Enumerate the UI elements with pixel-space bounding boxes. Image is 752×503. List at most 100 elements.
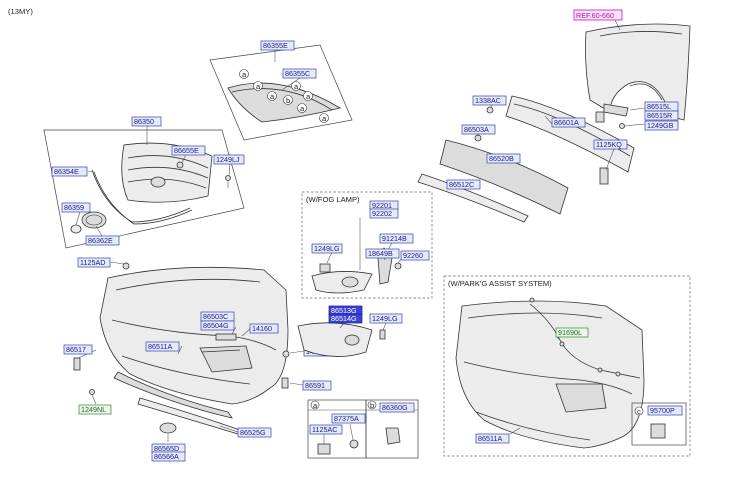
svg-text:86565D: 86565D — [154, 444, 179, 453]
svg-text:86350: 86350 — [134, 117, 154, 126]
svg-text:a: a — [256, 82, 261, 91]
svg-text:86514G: 86514G — [331, 314, 357, 323]
svg-text:86566A: 86566A — [154, 452, 179, 461]
panel-strip: a a a b a a a a — [209, 44, 353, 141]
svg-text:86515R: 86515R — [647, 111, 672, 120]
label-86655E[interactable]: 86655E — [171, 145, 206, 156]
svg-text:92201: 92201 — [372, 201, 392, 210]
svg-text:92202: 92202 — [372, 209, 392, 218]
svg-text:86503A: 86503A — [464, 125, 489, 134]
svg-text:a: a — [242, 70, 247, 79]
callout-a-3: a — [267, 91, 277, 101]
label-1249LJ[interactable]: 1249LJ — [213, 154, 245, 165]
svg-text:86655E: 86655E — [174, 146, 199, 155]
svg-text:a: a — [313, 401, 318, 410]
svg-text:1125AC: 1125AC — [312, 425, 337, 434]
svg-text:86591: 86591 — [305, 381, 325, 390]
label-86511A-park[interactable]: 86511A — [475, 433, 510, 444]
label-86350[interactable]: 86350 — [131, 116, 162, 127]
svg-text:REF.60-660: REF.60-660 — [576, 11, 614, 20]
label-86504G[interactable]: 86504G — [200, 320, 235, 331]
svg-text:86359: 86359 — [64, 203, 84, 212]
label-87375A[interactable]: 87375A — [331, 413, 366, 424]
label-92260[interactable]: 92260 — [400, 250, 430, 261]
label-86512C[interactable]: 86512C — [446, 179, 481, 190]
svg-text:b: b — [286, 96, 290, 105]
svg-text:c: c — [637, 407, 641, 416]
label-86520B[interactable]: 86520B — [486, 153, 521, 164]
svg-text:a: a — [300, 104, 305, 113]
label-86355C[interactable]: 86355C — [282, 68, 317, 79]
label-1125AC[interactable]: 1125AC — [309, 424, 343, 435]
label-86355E[interactable]: 86355E — [260, 40, 295, 51]
panel-95700P: c — [631, 402, 687, 446]
label-86354E[interactable]: 86354E — [51, 166, 88, 177]
callout-a-5: a — [319, 113, 329, 123]
model-year-label: (13MY) — [8, 7, 33, 16]
svg-text:a: a — [322, 114, 327, 123]
svg-text:86512C: 86512C — [449, 180, 474, 189]
bumper-cover-left — [73, 261, 305, 442]
svg-text:14160: 14160 — [252, 324, 272, 333]
svg-text:a: a — [306, 92, 311, 101]
park-assist-group-title: (W/PARK'G ASSIST SYSTEM) — [448, 279, 552, 288]
callout-a-4: a — [297, 103, 307, 113]
label-86566A[interactable]: 86566A — [151, 451, 186, 462]
svg-text:86520B: 86520B — [489, 154, 514, 163]
svg-text:86503C: 86503C — [203, 312, 228, 321]
svg-text:1249LJ: 1249LJ — [216, 155, 240, 164]
svg-text:1249NL: 1249NL — [81, 405, 106, 414]
callout-b-1: b — [283, 95, 293, 105]
svg-text:86362E: 86362E — [88, 236, 113, 245]
svg-text:b: b — [370, 401, 374, 410]
label-86511A[interactable]: 86511A — [145, 341, 180, 352]
svg-text:87375A: 87375A — [334, 414, 359, 423]
label-92202[interactable]: 92202 — [369, 208, 399, 219]
svg-text:1125AD: 1125AD — [80, 258, 105, 267]
label-ref-60-660[interactable]: REF.60-660 — [573, 9, 623, 21]
svg-text:86504G: 86504G — [203, 321, 229, 330]
svg-text:86355C: 86355C — [285, 69, 310, 78]
label-86514G[interactable]: 86514G — [328, 313, 363, 324]
label-91214B[interactable]: 91214B — [379, 233, 414, 244]
label-86517[interactable]: 86517 — [63, 344, 93, 355]
callout-a-7: a — [291, 81, 301, 91]
label-86362E[interactable]: 86362E — [85, 235, 120, 246]
label-1249LG-fog[interactable]: 1249LG — [311, 243, 343, 254]
label-14160[interactable]: 14160 — [249, 323, 279, 334]
detail-box-a: a — [307, 399, 367, 459]
svg-text:86511A: 86511A — [478, 434, 502, 443]
label-1249LG-cover[interactable]: 1249LG — [369, 313, 403, 324]
svg-text:1249LG: 1249LG — [314, 244, 340, 253]
label-86525G[interactable]: 86525G — [237, 427, 272, 438]
label-86360G[interactable]: 86360G — [379, 402, 415, 413]
svg-text:1338AC: 1338AC — [475, 96, 501, 105]
svg-text:91214B: 91214B — [382, 234, 407, 243]
label-1249GB[interactable]: 1249GB — [644, 120, 679, 131]
label-86503C[interactable]: 86503C — [200, 311, 235, 322]
label-86503A[interactable]: 86503A — [461, 124, 496, 135]
label-1338AC[interactable]: 1338AC — [472, 95, 507, 106]
label-95700P[interactable]: 95700P — [647, 405, 683, 416]
label-86601A[interactable]: 86601A — [551, 117, 586, 128]
label-86515L[interactable]: 86515L — [644, 101, 679, 112]
label-86359[interactable]: 86359 — [61, 202, 91, 213]
svg-text:95700P: 95700P — [650, 406, 675, 415]
svg-text:1125KQ: 1125KQ — [596, 140, 622, 149]
label-18649B[interactable]: 18649B — [365, 248, 400, 259]
label-86515R[interactable]: 86515R — [644, 110, 679, 121]
svg-text:86511A: 86511A — [148, 342, 172, 351]
label-91690L[interactable]: 91690L — [555, 327, 589, 338]
label-1125AD[interactable]: 1125AD — [77, 257, 111, 268]
svg-text:86515L: 86515L — [647, 102, 671, 111]
label-1249NL[interactable]: 1249NL — [78, 404, 112, 415]
label-86591[interactable]: 86591 — [302, 380, 332, 391]
panel-fog-lamp — [301, 191, 433, 299]
panel-park-assist — [443, 275, 691, 457]
svg-text:86355E: 86355E — [263, 41, 288, 50]
callout-a-6: a — [303, 91, 313, 101]
svg-text:91690L: 91690L — [558, 328, 582, 337]
label-1125KQ[interactable]: 1125KQ — [593, 139, 628, 150]
